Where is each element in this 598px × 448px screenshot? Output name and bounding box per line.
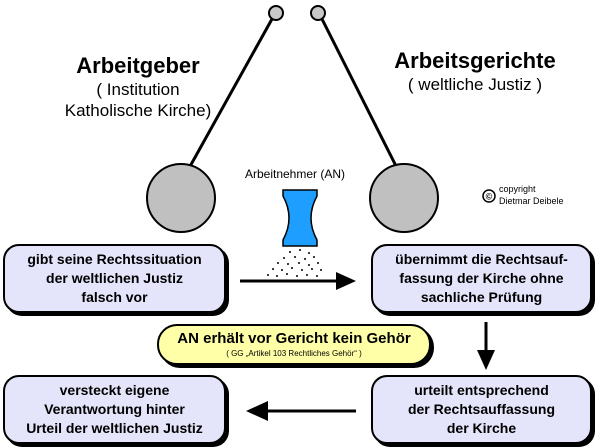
box-adopts-church-view: übernimmt die Rechtsauf- fassung der Kir…: [371, 244, 592, 313]
box-line: falsch vor: [81, 289, 148, 305]
left-header-line-1: ( Institution: [96, 80, 180, 99]
copyright-line-2: Dietmar Deibele: [499, 196, 564, 206]
right-pivot-knob: [310, 5, 326, 21]
box-line: versteckt eigene: [59, 382, 170, 398]
right-header-title: Arbeitsgerichte: [394, 48, 556, 73]
left-scale-pan: [146, 163, 216, 233]
right-header-line-1: ( weltliche Justiz ): [407, 75, 543, 94]
employee-label: Arbeitnehmer (AN): [245, 167, 345, 181]
box-line: urteilt entsprechend: [414, 382, 549, 398]
box-judges-accordingly: urteilt entsprechend der Rechtsauffassun…: [371, 375, 592, 444]
left-pivot-knob: [268, 5, 284, 21]
right-scale-pan: [369, 163, 439, 233]
box-line: fassung der Kirche ohne: [399, 270, 564, 286]
right-header: Arbeitsgerichte ( weltliche Justiz ): [372, 48, 578, 95]
box-line: der Kirche: [446, 420, 517, 436]
hourglass-icon: [282, 189, 318, 247]
box-line: Urteil der weltlichen Justiz: [26, 420, 203, 436]
box-line: Verantwortung hinter: [44, 401, 185, 417]
sand-particles: [267, 249, 322, 277]
box-line: gibt seine Rechtssituation: [27, 251, 202, 267]
arrow-right: [240, 272, 356, 290]
box-line: der weltlichen Justiz: [46, 270, 183, 286]
arrow-left: [246, 401, 356, 421]
no-hearing-main: AN erhält vor Gericht kein Gehör: [177, 330, 411, 347]
no-hearing-note: AN erhält vor Gericht kein Gehör ( GG „A…: [157, 324, 431, 365]
copyright-icon: [482, 189, 496, 203]
arrow-down: [477, 322, 495, 370]
box-line: der Rechtsauffassung: [407, 401, 556, 417]
right-suspension-line: [320, 18, 400, 171]
left-header-line-2: Katholische Kirche): [64, 101, 212, 120]
left-suspension-line: [186, 18, 274, 171]
box-false-presentation: gibt seine Rechtssituation der weltliche…: [3, 244, 226, 313]
box-line: übernimmt die Rechtsauf-: [395, 251, 568, 267]
box-line: sachliche Prüfung: [420, 289, 543, 305]
copyright-line-1: copyright: [499, 184, 536, 194]
copyright-symbol: ©: [486, 192, 493, 202]
box-hides-responsibility: versteckt eigene Verantwortung hinter Ur…: [3, 375, 226, 444]
left-header: Arbeitgeber ( Institution Katholische Ki…: [38, 53, 238, 121]
left-header-title: Arbeitgeber: [76, 53, 200, 78]
no-hearing-sub: ( GG „Artikel 103 Rechtliches Gehör“ ): [226, 349, 362, 358]
